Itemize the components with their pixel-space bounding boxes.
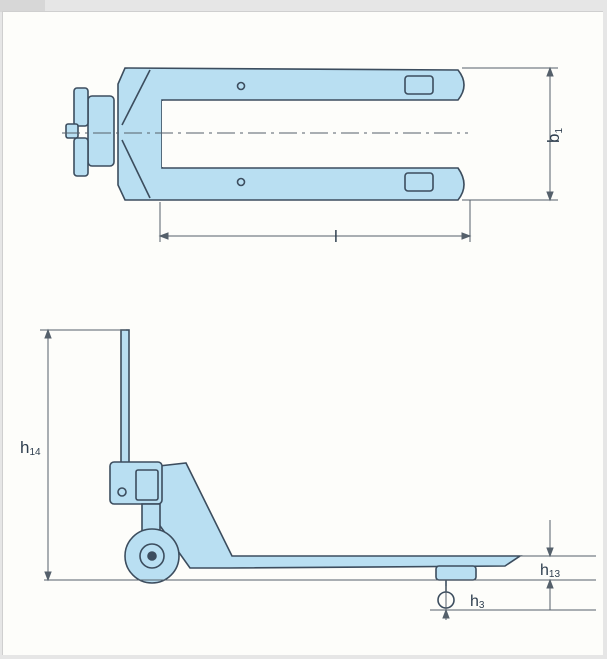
dimension-h3 — [442, 586, 450, 620]
top-view-handle-stub — [65, 123, 79, 139]
dimension-b1 — [462, 66, 558, 202]
dimension-h14 — [40, 328, 126, 582]
label-b1: b1 — [544, 128, 565, 143]
side-view-pump-bolt — [117, 487, 127, 497]
label-h14: h14 — [20, 438, 41, 458]
side-view-fork — [149, 462, 523, 569]
label-h3: h3 — [470, 593, 485, 611]
side-view-pump-detail — [135, 469, 159, 501]
top-view-roller-upper — [404, 75, 434, 95]
side-view-handle — [120, 329, 130, 466]
top-view-brace-lower — [121, 139, 151, 199]
top-view-fork-frame — [117, 67, 465, 201]
top-view-bolt-lower — [236, 177, 246, 187]
dimension-l — [158, 200, 472, 242]
top-view-fork-gap — [162, 101, 466, 167]
label-l: l — [334, 227, 338, 246]
dimension-h13 — [520, 520, 596, 610]
top-view-bolt-upper — [236, 81, 246, 91]
top-view-brace-upper — [121, 69, 151, 126]
side-view-steer-wheel-hub — [139, 543, 165, 569]
label-h13: h13 — [540, 562, 560, 580]
top-view-roller-lower — [404, 172, 434, 192]
side-view-steer-wheel-axle — [147, 551, 157, 561]
side-view-column — [141, 503, 161, 533]
corner-tab — [0, 0, 45, 12]
top-view-wheel-upper — [73, 87, 89, 127]
top-view-wheel-lower — [73, 137, 89, 177]
side-view — [109, 329, 523, 609]
top-view-steering-head — [87, 95, 115, 167]
side-view-roller-bracket — [435, 565, 477, 581]
top-view — [65, 67, 466, 201]
